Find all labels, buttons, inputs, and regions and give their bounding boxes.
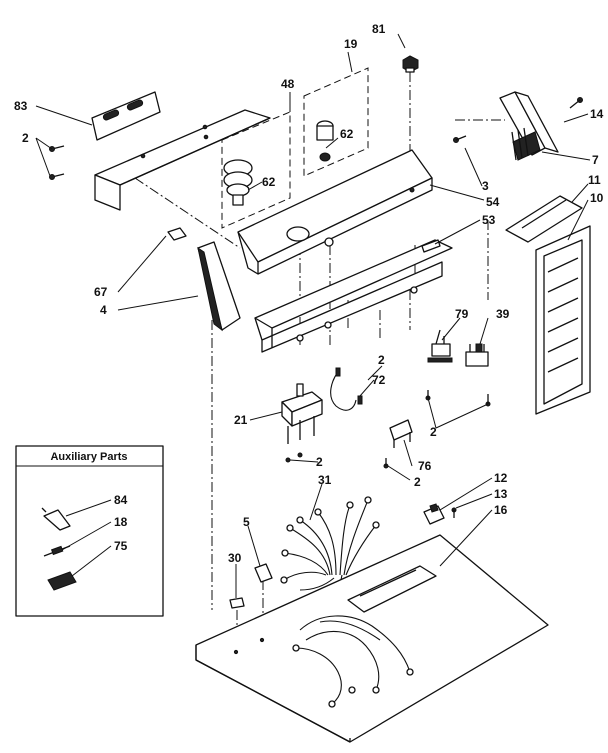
- leader-lines: [35, 33, 591, 598]
- wire-lead-72: [330, 367, 363, 411]
- callout-2-bottom: 2: [414, 475, 421, 489]
- callout-62-upper: 62: [340, 127, 354, 141]
- callout-2-mid: 2: [378, 353, 385, 367]
- harness-terminals: [280, 496, 380, 604]
- screw-14: [569, 97, 583, 109]
- callout-67: 67: [94, 285, 108, 299]
- subassembly-frame-48: [221, 111, 291, 229]
- screw-2-switches: [425, 390, 491, 407]
- switch-39: [465, 343, 489, 367]
- callout-84: 84: [114, 493, 128, 507]
- callout-21: 21: [234, 413, 248, 427]
- callout-19: 19: [344, 37, 358, 51]
- clip-67: [167, 227, 187, 241]
- backsplash-53: [254, 239, 453, 353]
- lint-screen-10: [535, 225, 591, 415]
- callout-76: 76: [418, 459, 432, 473]
- callout-62-lower: 62: [262, 175, 276, 189]
- callout-53: 53: [482, 213, 496, 227]
- callout-81: 81: [372, 22, 386, 36]
- callout-79: 79: [455, 307, 469, 321]
- screw-3: [453, 135, 467, 143]
- callout-30: 30: [228, 551, 242, 565]
- auxiliary-parts-box: Auxiliary Parts: [15, 445, 164, 617]
- knob-81: [402, 55, 419, 73]
- callout-14: 14: [590, 107, 604, 121]
- knob-assembly-48: [223, 159, 253, 206]
- callout-13: 13: [494, 487, 508, 501]
- auxiliary-parts-title: Auxiliary Parts: [50, 451, 127, 463]
- callout-7: 7: [592, 153, 599, 167]
- callout-11: 11: [588, 173, 601, 187]
- callout-3: 3: [482, 179, 489, 193]
- switch-79: [427, 329, 453, 363]
- switch-12: [423, 503, 445, 525]
- knob-assembly-19: [316, 120, 334, 162]
- callout-4: 4: [100, 303, 107, 317]
- screw-2-upper: [49, 145, 65, 180]
- callout-31: 31: [318, 473, 332, 487]
- control-panel-54: [237, 149, 433, 275]
- callout-5: 5: [243, 515, 250, 529]
- clip-5: [254, 563, 273, 583]
- end-cap-4: [197, 241, 241, 332]
- callout-2-right: 2: [430, 425, 437, 439]
- callout-12: 12: [494, 471, 508, 485]
- screw-2-relay: [383, 458, 389, 469]
- lower-wiring-harness: [292, 615, 414, 708]
- panel-end-bracket: [94, 109, 271, 211]
- bracket-83: [91, 91, 161, 141]
- timer-21: [281, 383, 323, 444]
- end-cap-14: [499, 91, 559, 161]
- subassembly-frame-19: [303, 67, 369, 177]
- clip-30: [229, 597, 245, 609]
- callout-39: 39: [496, 307, 510, 321]
- callout-83: 83: [14, 99, 28, 113]
- filter-cover-11: [505, 195, 583, 243]
- screw-2-timer: [285, 452, 303, 463]
- callout-48: 48: [281, 77, 295, 91]
- callout-labels: 83 2 48 19 81 62 62 14 7 3 54 53 11 10 6…: [14, 22, 604, 565]
- aux-part-75: [47, 571, 77, 591]
- callout-18: 18: [114, 515, 128, 529]
- screw-13: [451, 507, 457, 518]
- callout-54: 54: [486, 195, 500, 209]
- top-plate-16: [195, 534, 549, 743]
- callout-16: 16: [494, 503, 508, 517]
- callout-2-left: 2: [316, 455, 323, 469]
- callout-2-top: 2: [22, 131, 29, 145]
- callout-10: 10: [590, 191, 604, 205]
- wiring-harness-31: [280, 496, 380, 604]
- callout-75: 75: [114, 539, 128, 553]
- relay-76: [389, 419, 413, 448]
- callout-72: 72: [372, 373, 386, 387]
- aux-part-84: [41, 507, 71, 531]
